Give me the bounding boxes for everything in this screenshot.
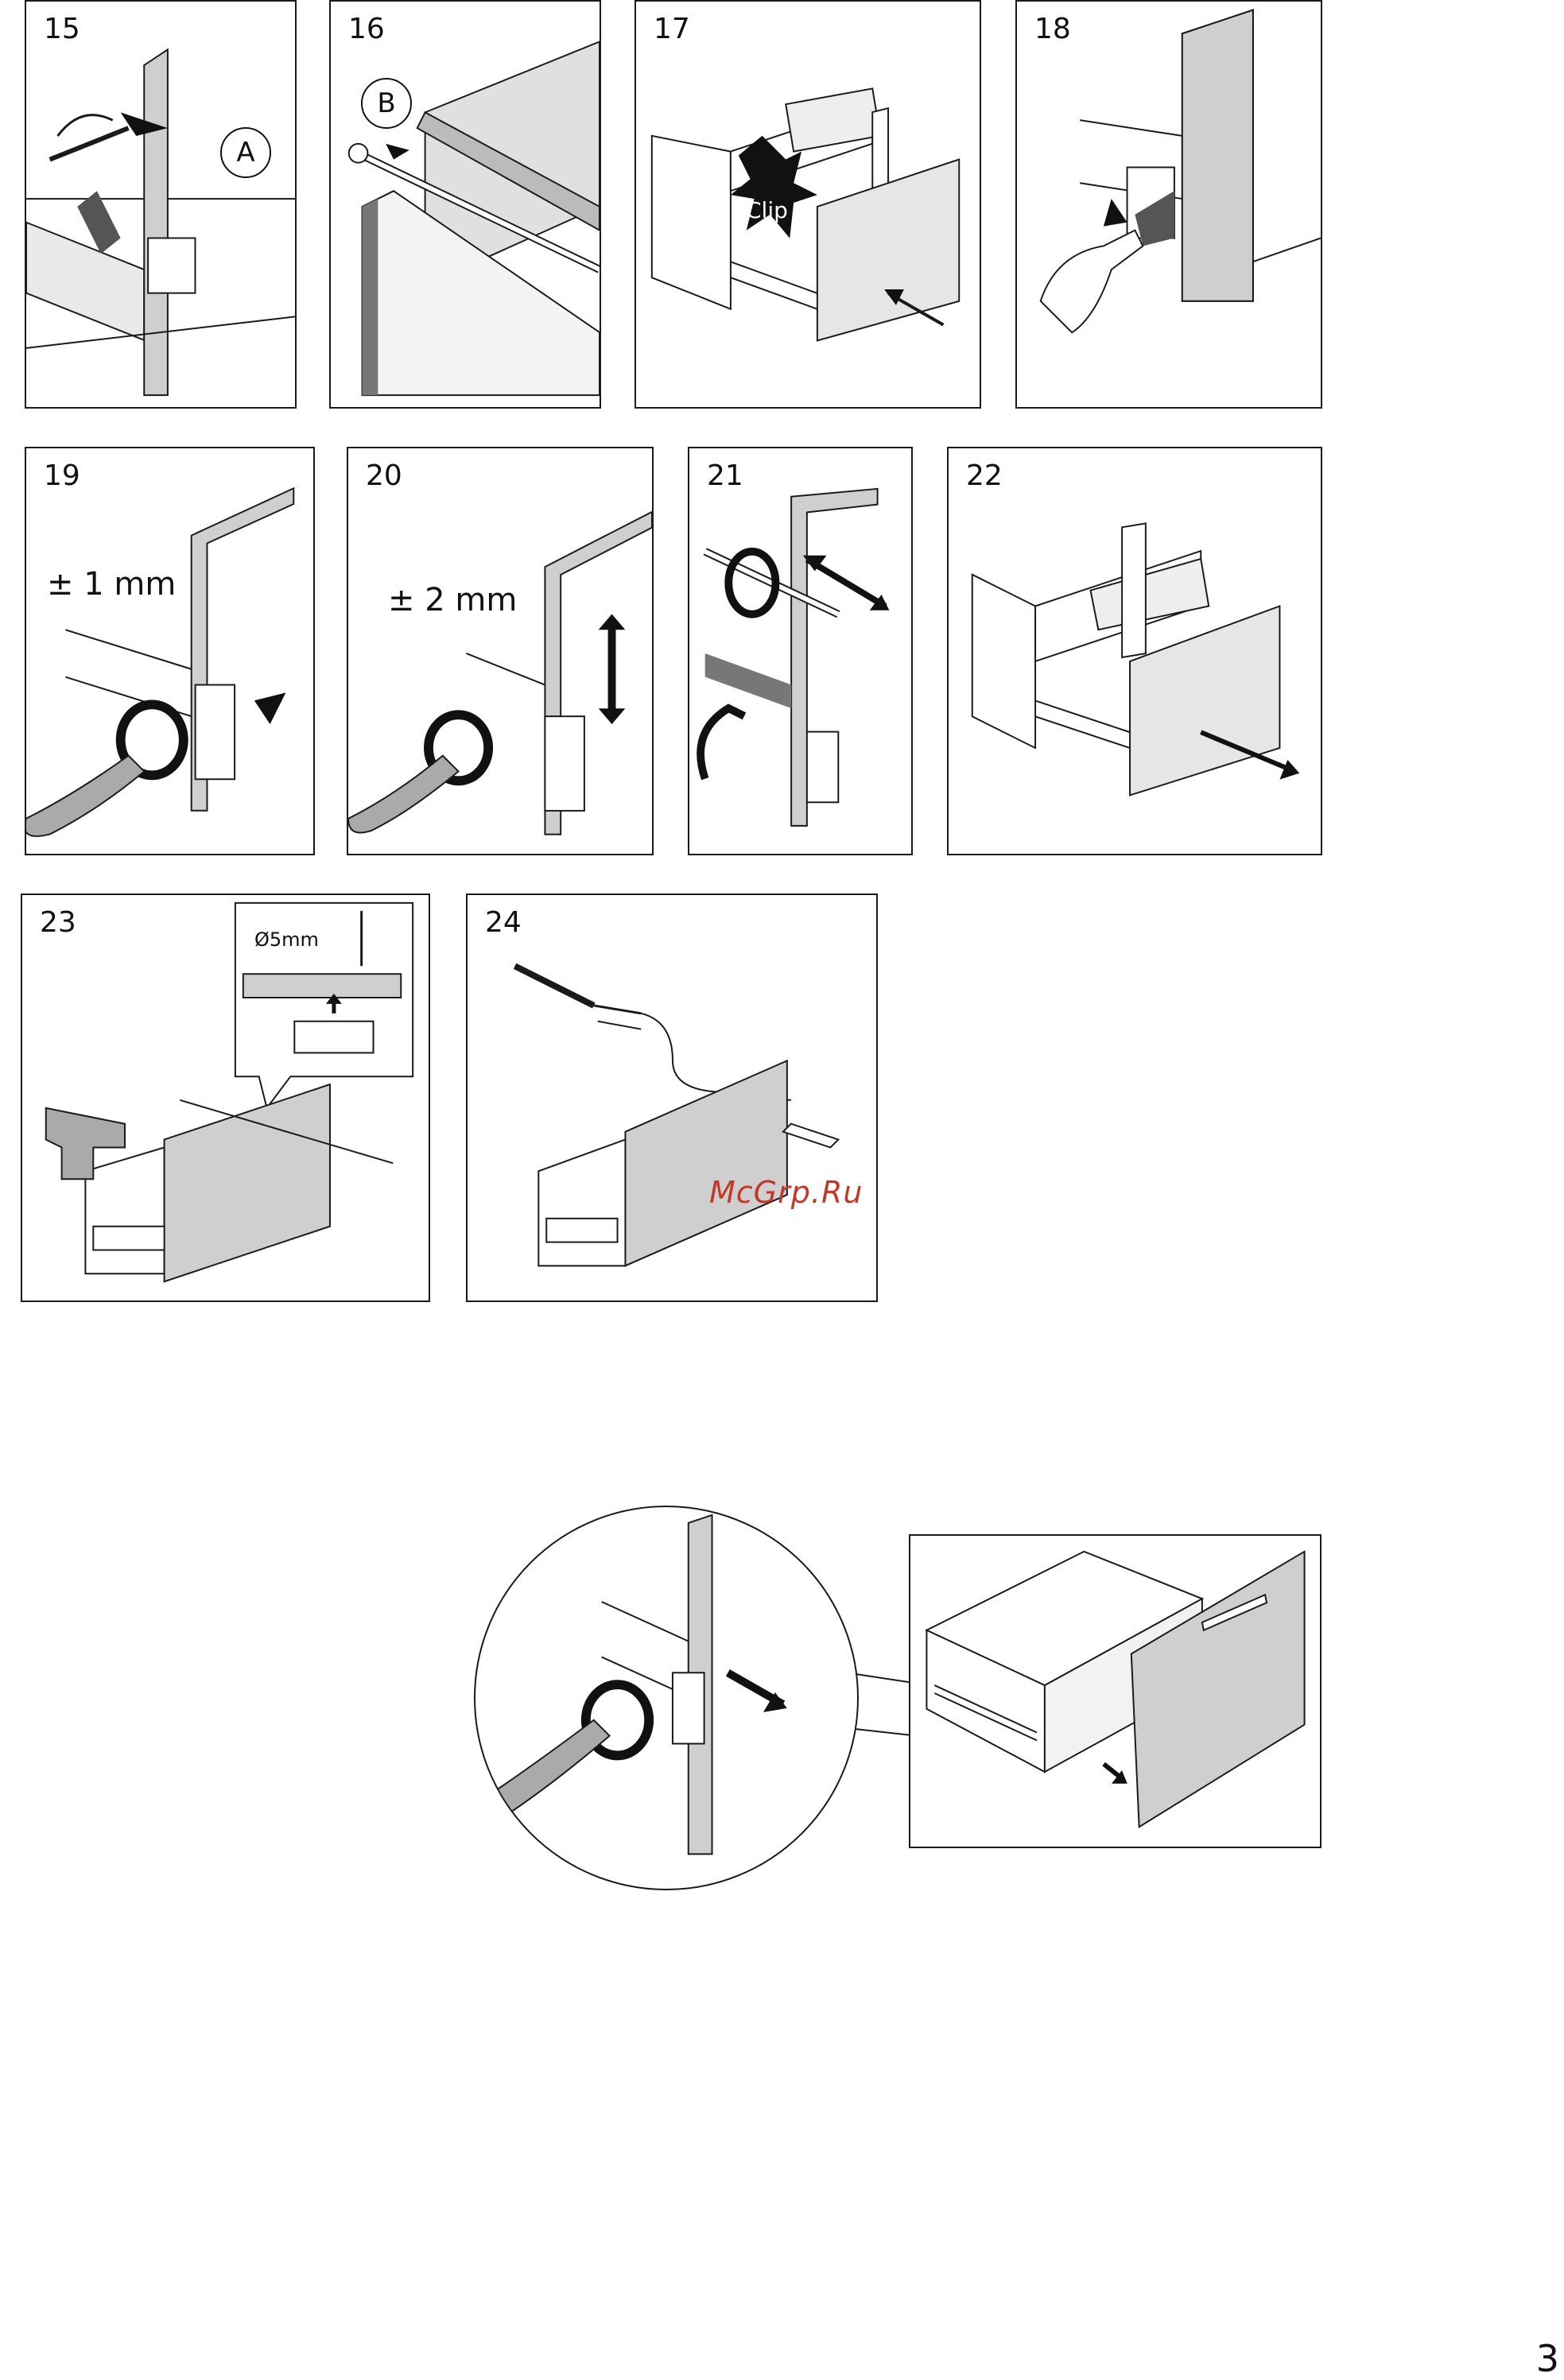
- step-24-illustration: [468, 895, 876, 1300]
- page-number: 3: [1536, 2337, 1559, 2380]
- step-18-illustration: [1017, 2, 1321, 407]
- step-17-illustration: [636, 2, 980, 407]
- result-drawer-panel: [909, 1534, 1321, 1848]
- step-22-number: 22: [966, 459, 1003, 492]
- step-19-illustration: [26, 448, 313, 854]
- step-24-panel: 24: [466, 893, 878, 1302]
- step-19-number: 19: [44, 459, 80, 492]
- callout-a: A: [220, 127, 271, 178]
- step-18-number: 18: [1034, 13, 1071, 45]
- detail-illustration: [475, 1507, 857, 1889]
- clip-label: Clip: [746, 197, 788, 223]
- detail-zoom-circle: [474, 1506, 859, 1890]
- step-21-panel: 21: [688, 447, 913, 855]
- watermark-text: McGrp.Ru: [709, 1175, 863, 1210]
- step-22-illustration: [949, 448, 1321, 854]
- step-24-number: 24: [485, 906, 522, 939]
- step-21-illustration: [689, 448, 911, 854]
- step-17-panel: 17 Clip: [635, 0, 981, 409]
- step-16-illustration: [331, 2, 600, 407]
- step-20-illustration: [348, 448, 652, 854]
- step-21-number: 21: [707, 459, 743, 492]
- step-16-panel: 16 B: [329, 0, 601, 409]
- tolerance-label-2mm: ± 2 mm: [388, 582, 517, 618]
- callout-b: B: [361, 78, 412, 129]
- step-22-panel: 22: [947, 447, 1322, 855]
- step-23-illustration: [22, 895, 429, 1300]
- step-15-illustration: [26, 2, 295, 407]
- step-16-number: 16: [348, 13, 385, 45]
- result-drawer-illustration: [910, 1536, 1320, 1847]
- step-23-panel: 23 Ø5mm: [21, 893, 430, 1302]
- tolerance-label-1mm: ± 1 mm: [47, 566, 176, 603]
- drill-size-label: Ø5mm: [254, 928, 319, 951]
- step-15-panel: 15 A: [25, 0, 297, 409]
- step-17-number: 17: [654, 13, 690, 45]
- step-23-number: 23: [40, 906, 76, 939]
- step-19-panel: 19 ± 1 mm: [25, 447, 315, 855]
- step-18-panel: 18: [1015, 0, 1322, 409]
- step-20-number: 20: [366, 459, 402, 492]
- step-20-panel: 20 ± 2 mm: [347, 447, 654, 855]
- step-15-number: 15: [44, 13, 80, 45]
